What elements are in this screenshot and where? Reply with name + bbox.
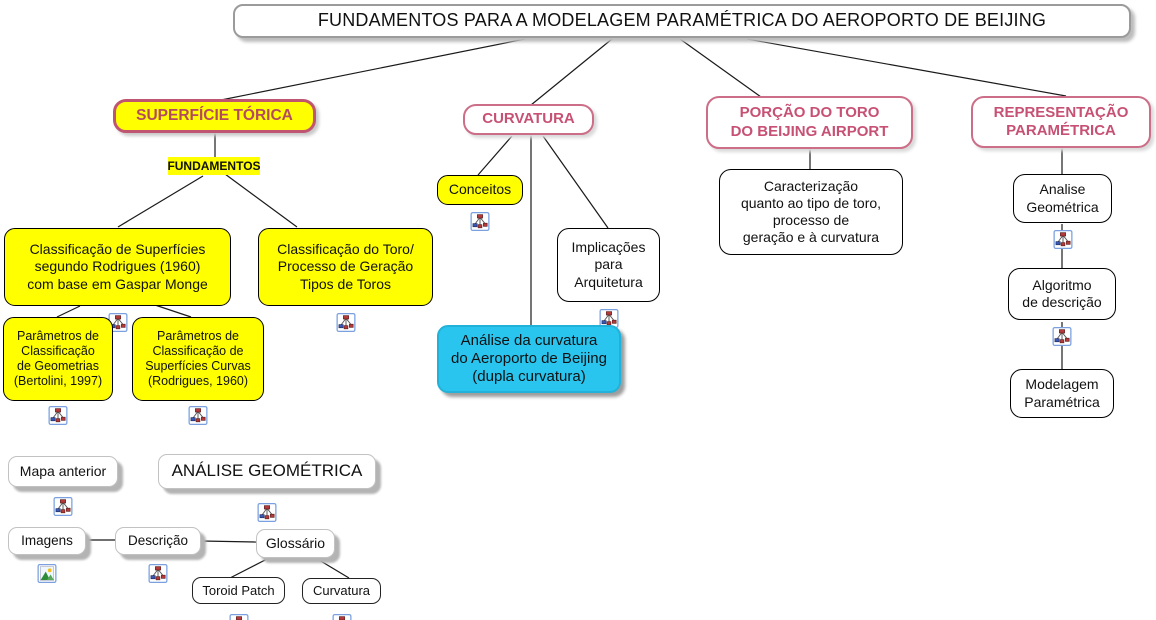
node-superficie-torica[interactable]: SUPERFÍCIE TÓRICA: [113, 99, 316, 133]
node-curvatura-glossario[interactable]: Curvatura: [302, 578, 381, 620]
node-label: Modelagem Paramétrica: [1024, 376, 1100, 410]
node-label: Classificação do Toro/ Processo de Geraç…: [277, 241, 414, 292]
cmap-resource-icon[interactable]: [599, 292, 618, 329]
node-label: Algoritmo de descrição: [1022, 276, 1102, 310]
node-classificacao-toro[interactable]: Classificação do Toro/ Processo de Geraç…: [258, 228, 433, 333]
node-label: Classificação de Superfícies segundo Rod…: [27, 241, 208, 292]
node-label: SUPERFÍCIE TÓRICA: [136, 106, 293, 124]
node-implicacoes-arquitetura[interactable]: Implicações para Arquitetura: [557, 228, 660, 329]
cmap-resource-icon[interactable]: [336, 296, 355, 333]
node-label: Implicações para Arquitetura: [571, 239, 646, 290]
cmap-resource-icon[interactable]: [1052, 310, 1072, 347]
node-descricao[interactable]: Descrição: [115, 527, 201, 584]
node-glossario[interactable]: Glossário: [256, 529, 335, 558]
cmap-resource-icon[interactable]: [148, 548, 168, 584]
node-label: PORÇÃO DO TORO DO BEIJING AIRPORT: [730, 104, 889, 140]
cmap-resource-icon[interactable]: [470, 195, 490, 232]
cmap-resource-icon[interactable]: [332, 598, 351, 620]
node-parametros-geometrias[interactable]: Parâmetros de Classificação de Geometria…: [3, 317, 113, 426]
node-caracterizacao[interactable]: Caracterização quanto ao tipo de toro, p…: [719, 169, 903, 255]
node-algoritmo-descricao[interactable]: Algoritmo de descrição: [1008, 268, 1116, 347]
node-representacao-parametrica[interactable]: REPRESENTAÇÃO PARAMÉTRICA: [971, 96, 1151, 148]
map-title-label: FUNDAMENTOS PARA A MODELAGEM PARAMÉTRICA…: [317, 10, 1047, 31]
node-label: Análise da curvatura do Aeroporto de Bei…: [451, 331, 607, 386]
node-label: Caracterização quanto ao tipo de toro, p…: [740, 177, 882, 246]
node-label: REPRESENTAÇÃO PARAMÉTRICA: [993, 103, 1129, 139]
node-label: Descrição: [127, 532, 189, 548]
node-toroid-patch[interactable]: Toroid Patch: [192, 577, 285, 620]
node-label: ANÁLISE GEOMÉTRICA: [171, 461, 363, 481]
cmap-resource-icon[interactable]: [48, 391, 68, 426]
cmap-resource-icon[interactable]: [1053, 213, 1072, 250]
node-label: Toroid Patch: [202, 582, 275, 598]
node-classificacao-superficies[interactable]: Classificação de Superfícies segundo Rod…: [4, 228, 231, 333]
node-mapa-anterior[interactable]: Mapa anterior: [8, 456, 118, 517]
node-parametros-superficies-curvas[interactable]: Parâmetros de Classificação de Superfíci…: [132, 317, 264, 426]
node-label: Mapa anterior: [19, 462, 107, 479]
node-analise-curvatura-beijing[interactable]: Análise da curvatura do Aeroporto de Bei…: [437, 325, 621, 393]
linking-phrase-label: FUNDAMENTOS: [167, 158, 261, 173]
map-title-node[interactable]: FUNDAMENTOS PARA A MODELAGEM PARAMÉTRICA…: [233, 4, 1131, 38]
node-label: Parâmetros de Classificação de Superfíci…: [145, 328, 251, 389]
node-label: Curvatura: [312, 583, 371, 599]
node-analise-geometrica-mapa[interactable]: ANÁLISE GEOMÉTRICA: [158, 454, 376, 522]
node-label: Parâmetros de Classificação de Geometria…: [13, 328, 103, 389]
node-label: Analise Geométrica: [1026, 181, 1099, 215]
node-label: Glossário: [265, 534, 326, 551]
linking-phrase-fundamentos[interactable]: FUNDAMENTOS: [167, 157, 261, 175]
cmap-resource-icon[interactable]: [108, 296, 127, 333]
node-label: Conceitos: [448, 181, 512, 198]
cmap-resource-icon[interactable]: [229, 598, 248, 620]
node-conceitos[interactable]: Conceitos: [437, 175, 523, 232]
node-label: Imagens: [21, 532, 73, 548]
node-modelagem-parametrica[interactable]: Modelagem Paramétrica: [1010, 369, 1114, 418]
cmap-resource-icon[interactable]: [53, 480, 73, 517]
cmap-resource-icon[interactable]: [257, 482, 277, 522]
cmap-resource-icon[interactable]: [188, 391, 208, 426]
image-resource-icon[interactable]: [37, 548, 57, 584]
node-porcao-do-toro[interactable]: PORÇÃO DO TORO DO BEIJING AIRPORT: [706, 96, 913, 149]
node-analise-geometrica[interactable]: Analise Geométrica: [1013, 174, 1112, 250]
node-label: CURVATURA: [482, 110, 575, 128]
node-curvatura[interactable]: CURVATURA: [463, 104, 594, 135]
node-imagens[interactable]: Imagens: [8, 527, 86, 584]
